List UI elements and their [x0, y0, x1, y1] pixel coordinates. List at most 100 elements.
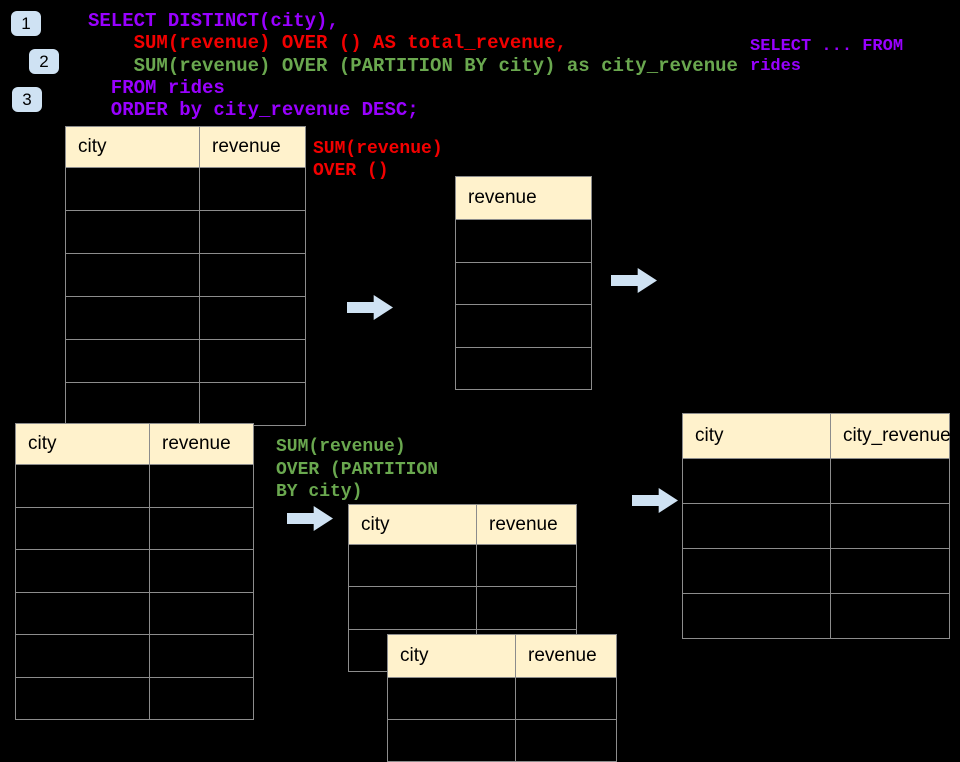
- table-row: [387, 677, 617, 720]
- table-cell-empty: [149, 506, 254, 550]
- table-cell-empty: [15, 464, 150, 508]
- table-cell-empty: [387, 719, 516, 762]
- table-row: [348, 586, 577, 630]
- right-arrow-icon: [611, 268, 657, 293]
- table-row: [455, 346, 592, 390]
- table-row: [15, 634, 254, 678]
- column-header-revenue: revenue: [515, 634, 617, 678]
- table-row: [65, 296, 306, 340]
- table-cell-empty: [830, 548, 950, 594]
- table-row: [65, 339, 306, 383]
- table-cell-empty: [199, 339, 306, 383]
- table-cell-empty: [149, 549, 254, 593]
- table-cell-empty: [149, 464, 254, 508]
- step-badge-3: 3: [12, 87, 42, 112]
- step-badge-1: 1: [11, 11, 41, 36]
- code-line: ORDER by city_revenue DESC;: [88, 99, 419, 122]
- table-cell-empty: [455, 346, 592, 390]
- column-header-city: city: [387, 634, 516, 678]
- table-cell-empty: [830, 503, 950, 549]
- table-cell-empty: [515, 677, 617, 720]
- table-row: [682, 548, 950, 594]
- table-cell-empty: [387, 677, 516, 720]
- column-header-revenue: revenue: [476, 504, 577, 545]
- table-cell-empty: [682, 503, 831, 549]
- table-row: [15, 549, 254, 593]
- table-cell-empty: [149, 676, 254, 720]
- table-cell-empty: [455, 261, 592, 305]
- table-row: [15, 464, 254, 508]
- table-cell-empty: [15, 506, 150, 550]
- column-header-city_revenue: city_revenue: [830, 413, 951, 459]
- table-cell-empty: [65, 382, 200, 426]
- table-cell-empty: [199, 296, 306, 340]
- table-cell-empty: [65, 339, 200, 383]
- table-cell-empty: [455, 304, 592, 348]
- table-cell-empty: [199, 210, 306, 254]
- column-header-city: city: [682, 413, 831, 459]
- table-cell-empty: [515, 719, 617, 762]
- table-cell-empty: [830, 593, 950, 639]
- table-row: [65, 210, 306, 254]
- table-row: [455, 261, 592, 305]
- table-row: [15, 506, 254, 550]
- table-row: [682, 593, 950, 639]
- table-row: [65, 167, 306, 211]
- table-row: [65, 253, 306, 297]
- table-total-revenue-result: revenue: [455, 176, 592, 390]
- code-line: SUM(revenue): [276, 437, 406, 457]
- sql-query-code: SELECT DISTINCT(city), SUM(revenue) OVER…: [88, 10, 738, 121]
- column-header-revenue: revenue: [455, 176, 592, 220]
- table-cell-empty: [199, 382, 306, 426]
- code-line: SELECT DISTINCT(city),: [88, 10, 339, 32]
- table-cell-empty: [348, 586, 477, 630]
- column-header-revenue: revenue: [199, 126, 306, 168]
- table-cell-empty: [15, 634, 150, 678]
- table-cell-empty: [65, 210, 200, 254]
- table-cell-empty: [149, 591, 254, 635]
- table-row: [455, 219, 592, 263]
- table-row: [15, 676, 254, 720]
- code-line: SUM(revenue): [313, 139, 443, 159]
- table-cell-empty: [65, 167, 200, 211]
- table-row: [15, 591, 254, 635]
- annotation-sum-over-total: SUM(revenue)OVER (): [313, 139, 443, 182]
- column-header-revenue: revenue: [149, 423, 254, 465]
- table-cell-empty: [149, 634, 254, 678]
- code-line: FROM rides: [88, 76, 225, 99]
- column-header-city: city: [65, 126, 200, 168]
- step-badge-2: 2: [29, 49, 59, 74]
- table-cell-empty: [682, 458, 831, 504]
- code-line: OVER (PARTITION: [276, 459, 439, 480]
- table-cell-empty: [455, 219, 592, 263]
- table-cell-empty: [348, 543, 477, 588]
- table-cell-empty: [15, 676, 150, 720]
- table-cell-empty: [15, 549, 150, 593]
- code-line: BY city): [276, 482, 363, 502]
- table-row: [455, 304, 592, 348]
- table-row: [387, 719, 617, 762]
- table-row: [65, 382, 306, 426]
- table-cell-empty: [199, 253, 306, 297]
- column-header-city: city: [348, 504, 477, 545]
- code-line: SELECT ... FROM: [750, 37, 904, 56]
- table-cell-empty: [682, 548, 831, 594]
- code-line: rides: [750, 57, 802, 76]
- table-cell-empty: [682, 593, 831, 639]
- table-cell-empty: [15, 591, 150, 635]
- table-cell-empty: [65, 296, 200, 340]
- table-cell-empty: [476, 586, 577, 630]
- table-cell-empty: [830, 458, 950, 504]
- code-line: SUM(revenue) OVER (PARTITION BY city) as…: [88, 54, 738, 77]
- table-cell-empty: [476, 543, 577, 588]
- table-row: [682, 458, 950, 504]
- column-header-city: city: [15, 423, 150, 465]
- table-cell-empty: [65, 253, 200, 297]
- table-row: [348, 543, 577, 588]
